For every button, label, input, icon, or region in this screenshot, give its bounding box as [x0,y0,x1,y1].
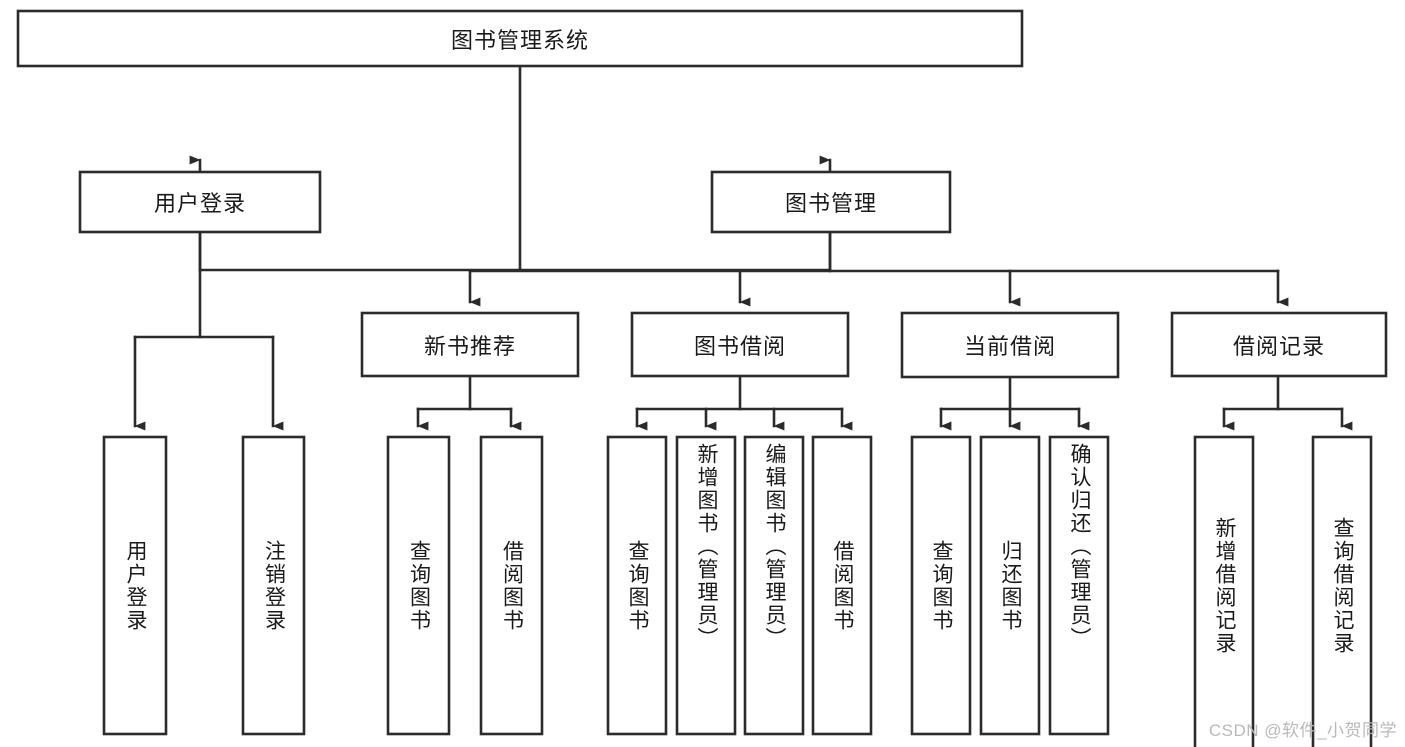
watermark-label: CSDN @软件_小贺同学 [1208,721,1397,740]
node-box-leaf-borrow-book-1[interactable] [479,435,544,736]
node-box-leaf-add-book[interactable] [675,435,737,736]
node-box-leaf-query-book-1[interactable] [386,435,451,736]
node-box-book-manage[interactable] [710,170,952,234]
node-box-leaf-query-record[interactable] [1311,435,1373,747]
node-box-leaf-return-book[interactable] [979,435,1041,736]
connector-layer [133,64,1353,431]
node-box-new-book-recommend[interactable] [360,311,580,378]
node-box-leaf-user-logout[interactable] [241,435,306,736]
node-box-current-borrow[interactable] [900,311,1120,379]
node-box-leaf-confirm-return[interactable] [1048,435,1110,736]
node-box-borrow-record[interactable] [1170,311,1388,378]
node-box-leaf-query-book-3[interactable] [910,435,972,736]
node-box-leaf-add-record[interactable] [1193,435,1255,747]
node-box-root[interactable] [16,9,1024,68]
node-box-user-login[interactable] [78,170,322,234]
node-box-leaf-edit-book[interactable] [743,435,805,736]
node-box-leaf-user-login[interactable] [102,435,168,736]
node-box-leaf-query-book-2[interactable] [606,435,668,736]
node-box-book-borrow[interactable] [630,311,850,378]
node-box-layer [16,9,1388,747]
node-box-leaf-borrow-book-2[interactable] [811,435,873,736]
